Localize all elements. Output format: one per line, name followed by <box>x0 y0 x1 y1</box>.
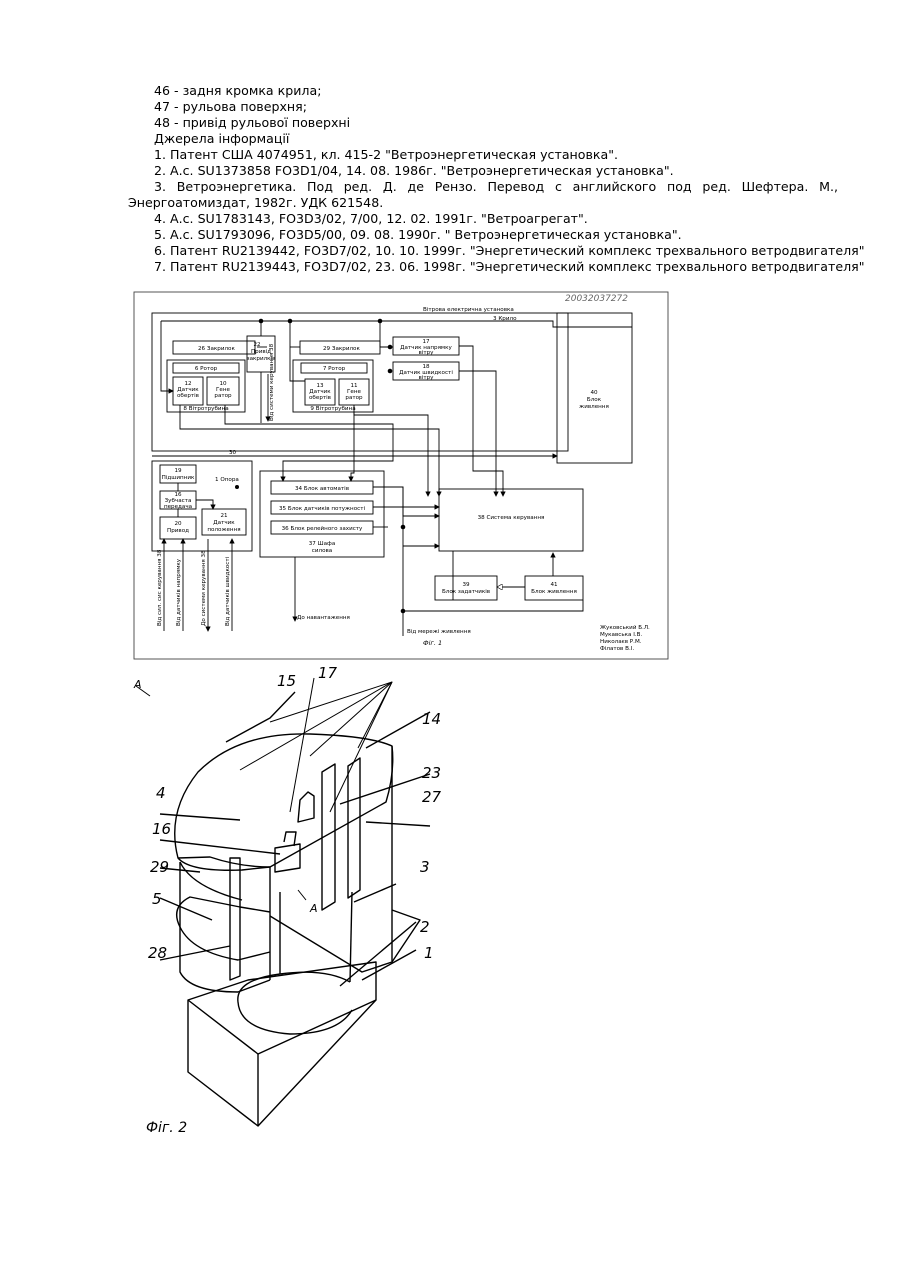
label-5: 5 <box>152 890 162 908</box>
tube-8-label: 8 Вітротрубина <box>183 406 228 412</box>
label-14: 14 <box>422 710 441 728</box>
block-40-l2: живлення <box>579 404 609 410</box>
label-23: 23 <box>422 764 441 782</box>
block-35: 35 Блок датчиків потужності <box>279 506 365 512</box>
text-line: 6. Патент RU2139442, FO3D7/02, 10. 10. 1… <box>154 243 865 259</box>
text-line: 46 - задня кромка крила; <box>154 83 321 99</box>
author-2: Мукавська І.В. <box>600 632 642 638</box>
label-4: 4 <box>156 784 166 802</box>
text-line: 48 - привід рульової поверхні <box>154 115 350 131</box>
block-37-l1: 37 Шафа <box>309 541 336 547</box>
output-label-3: До системи керування 38 <box>201 550 207 626</box>
label-29: 29 <box>150 858 169 876</box>
input-label-4: Від датчиків швидкості <box>225 556 231 626</box>
text-line: 7. Патент RU2139443, FO3D7/02, 23. 06. 1… <box>154 259 865 275</box>
label-30: 30 <box>229 450 237 456</box>
block-20-num: 20 <box>174 521 182 527</box>
text-line: 1. Патент США 4074951, кл. 415-2 "Ветроэ… <box>154 147 618 163</box>
block-18-l2: вітру <box>419 375 435 381</box>
sources-heading: Джерела інформації <box>154 131 289 147</box>
fig1-caption: Фіг. 1 <box>423 639 442 647</box>
block-19-l1: Підшипник <box>162 475 195 481</box>
input-label-1: Від сил. сис керування 38 <box>157 549 163 626</box>
vertical-control-label: Від системи керування 38 <box>269 343 275 421</box>
block-36: 36 Блок релейного захисту <box>282 525 363 532</box>
view-a-bottom: A <box>309 902 318 915</box>
block-16-l2: передача <box>164 504 192 510</box>
block-41-num: 41 <box>550 582 558 588</box>
block-26: 26 Закрилок <box>198 346 235 352</box>
input-label-2: Від датчиків напрямку <box>176 558 182 626</box>
label-16: 16 <box>152 820 171 838</box>
block-21-l2: положення <box>207 527 240 533</box>
text-line: 2. А.с. SU1373858 FO3D1/04, 14. 08. 1986… <box>154 163 674 179</box>
block-29: 29 Закрилок <box>323 346 360 352</box>
block-10-l2: ратор <box>214 393 232 399</box>
rotor-6-label: 6 Ротор <box>195 366 218 372</box>
block-19-num: 19 <box>174 468 182 474</box>
text-line: 5. А.с. SU1793096, FO3D5/00, 09. 08. 199… <box>154 227 682 243</box>
fig2-caption: Фіг. 2 <box>146 1120 187 1136</box>
tube-9-label: 9 Вітротрубина <box>310 406 355 412</box>
block-20-l1: Привод <box>167 528 189 534</box>
diagram-title: Вітрова електрична установка <box>423 307 514 313</box>
label-2: 2 <box>420 918 430 936</box>
text-line: 4. А.с. SU1783143, FO3D3/02, 7/00, 12. 0… <box>154 211 588 227</box>
grid-label: Від мережі живлення <box>407 629 471 635</box>
block-40-num: 40 <box>590 390 598 396</box>
label-15: 15 <box>277 672 296 690</box>
block-39-l1: Блок задатчиків <box>442 589 490 595</box>
wing-label: 3 Крило <box>493 316 517 322</box>
label-17: 17 <box>318 664 338 682</box>
block-34: 34 Блок автоматів <box>295 486 349 492</box>
block-39-num: 39 <box>462 582 470 588</box>
base-slab <box>188 962 376 1126</box>
block-diagram-figure: 20032037272 Вітрова електрична установка… <box>133 291 669 660</box>
label-3: 3 <box>420 858 430 876</box>
block-22-num: 22 <box>253 342 260 348</box>
block-37-l2: силова <box>312 548 332 554</box>
block-21-num: 21 <box>220 513 228 519</box>
author-4: Філатов В.І. <box>600 646 634 652</box>
block-11-l2: ратор <box>345 395 363 401</box>
author-3: Николаєв Р.М. <box>600 639 642 645</box>
label-28: 28 <box>148 944 167 962</box>
isometric-drawing-figure: 15 17 14 23 27 4 16 29 5 3 2 28 1 A A Фі… <box>130 662 550 1140</box>
text-line: 3. Ветроэнергетика. Под ред. Д. де Рензо… <box>128 179 838 211</box>
text-line: 47 - рульова поверхня; <box>154 99 307 115</box>
author-1: Жуковський Б.Л. <box>600 624 650 631</box>
block-21-l1: Датчик <box>213 520 235 526</box>
block-40-l1: Блок <box>587 397 602 403</box>
label-27: 27 <box>422 788 442 806</box>
block-38: 38 Система керування <box>478 515 545 521</box>
load-label: До навантаження <box>297 615 350 621</box>
block-17-l2: вітру <box>419 350 435 356</box>
label-1: 1 <box>424 944 434 962</box>
block-13-l2: обертів <box>309 395 331 401</box>
block-12-l2: обертів <box>177 393 199 399</box>
block-41-l1: Блок живлення <box>531 589 577 595</box>
stamp-number: 20032037272 <box>565 294 628 304</box>
rotor-7-label: 7 Ротор <box>323 366 346 372</box>
support-label: 1 Опора <box>215 477 239 483</box>
view-a-top: A <box>133 678 142 691</box>
